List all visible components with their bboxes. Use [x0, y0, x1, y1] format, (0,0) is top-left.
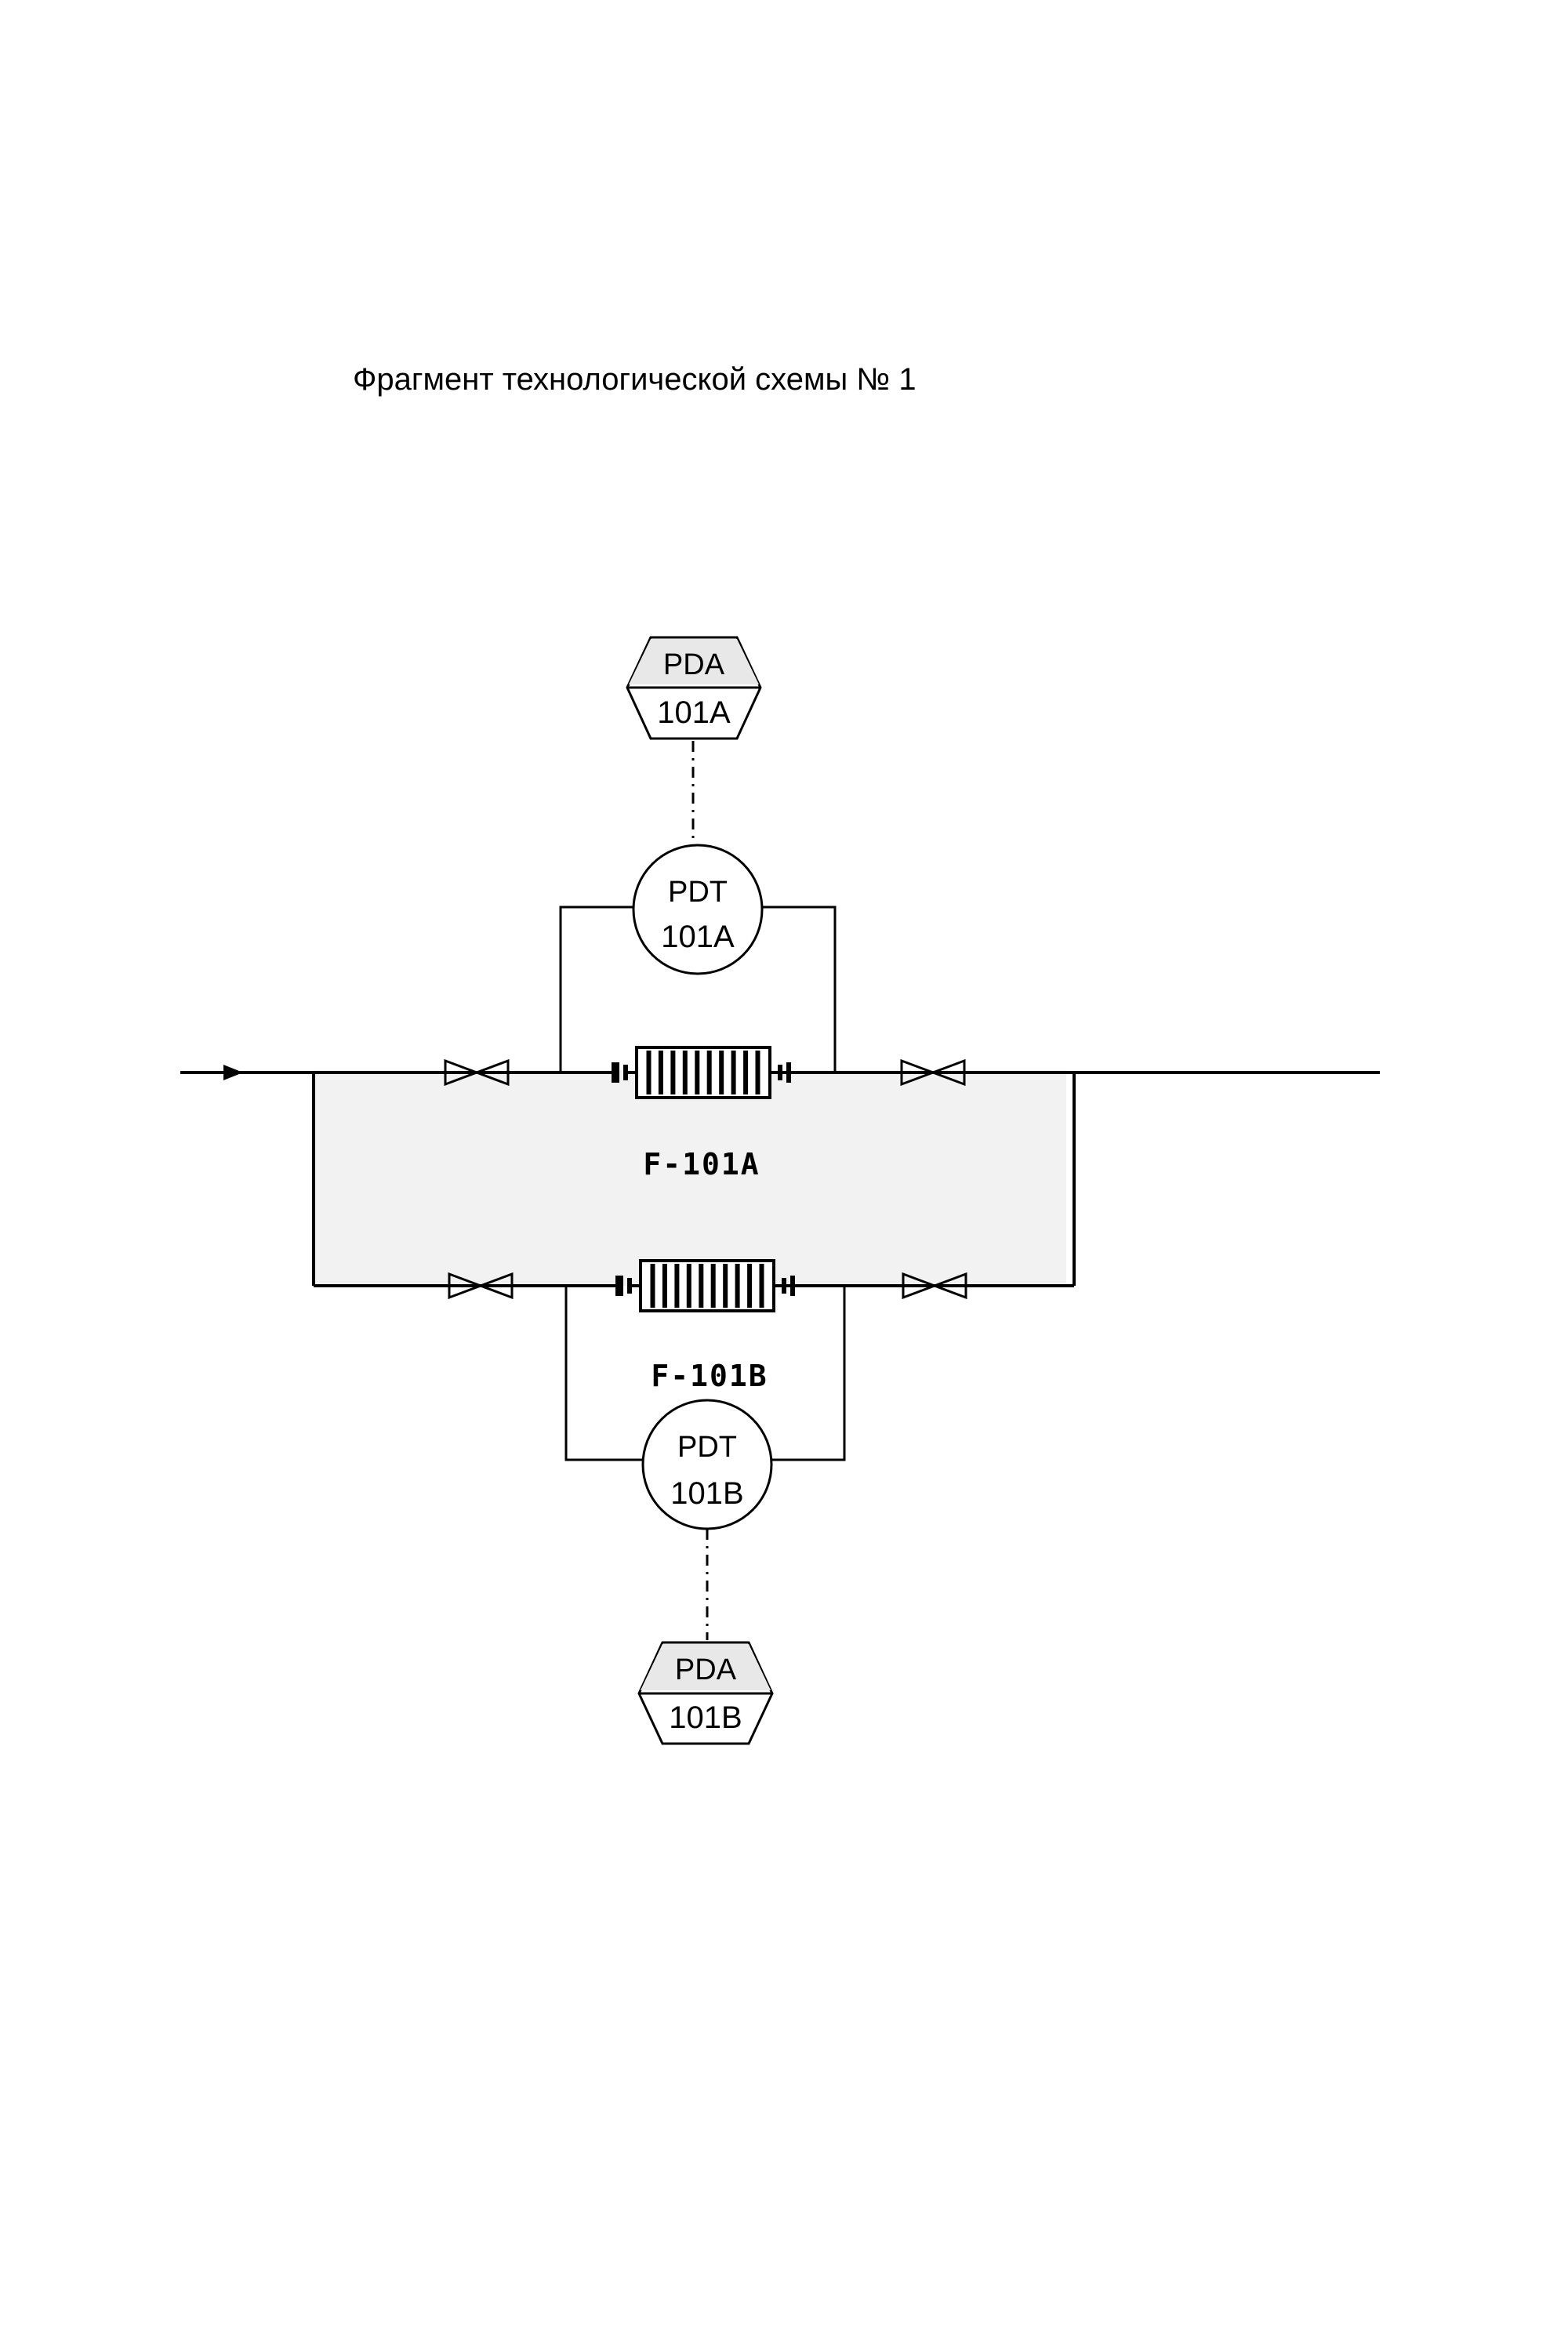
filter-f101a[interactable] — [612, 1046, 800, 1099]
filter-fin — [723, 1264, 728, 1308]
pdt-101b-instrument[interactable]: PDT 101B — [641, 1399, 773, 1530]
pdt-101a-function: PDT — [668, 876, 728, 909]
filter-fin — [674, 1264, 680, 1308]
impulse-lines-pdt101a — [559, 906, 837, 1073]
pda-101a-alarm[interactable]: PDA 101A — [626, 636, 762, 740]
bypass-shaded-area — [314, 1070, 1066, 1286]
filter-fin — [747, 1264, 753, 1308]
pda-101b-function: PDA — [675, 1653, 737, 1686]
flow-arrow-icon — [223, 1065, 243, 1080]
pdt-101b-function: PDT — [677, 1431, 737, 1464]
valve-b-inlet[interactable] — [448, 1272, 514, 1300]
filter-f101b[interactable] — [615, 1259, 804, 1312]
valve-b-outlet[interactable] — [902, 1272, 967, 1300]
filter-fin — [710, 1264, 716, 1308]
filter-fin — [670, 1051, 676, 1094]
filter-fin — [706, 1051, 712, 1094]
filter-fin — [695, 1051, 700, 1094]
pdt-101a-instrument[interactable]: PDT 101A — [632, 844, 764, 975]
filter-fin — [646, 1051, 652, 1094]
impulse-lines-pdt101b — [564, 1286, 846, 1461]
filter-f101a-label: F-101A — [643, 1147, 760, 1181]
pda-101b-number: 101B — [669, 1700, 742, 1735]
valve-a-inlet[interactable] — [444, 1058, 510, 1087]
valve-a-outlet[interactable] — [900, 1058, 966, 1087]
filter-fin — [755, 1051, 760, 1094]
filter-fin — [658, 1051, 663, 1094]
pdt-101a-number: 101A — [661, 920, 735, 954]
filter-fin — [662, 1264, 667, 1308]
pda-101a-number: 101A — [657, 695, 731, 730]
page-title: Фрагмент технологической схемы № 1 — [353, 362, 916, 397]
filter-fin — [743, 1051, 749, 1094]
pda-101a-function: PDA — [663, 648, 725, 681]
filter-fin — [731, 1051, 736, 1094]
filter-fin — [650, 1264, 655, 1308]
filter-fin — [682, 1051, 688, 1094]
filter-f101b-label: F-101B — [651, 1359, 768, 1393]
filter-fin — [735, 1264, 740, 1308]
pdt-101b-number: 101B — [670, 1476, 743, 1511]
filter-fin — [759, 1264, 764, 1308]
filter-fin — [686, 1264, 691, 1308]
filter-fin — [719, 1051, 724, 1094]
filter-fin — [699, 1264, 704, 1308]
pda-101b-alarm[interactable]: PDA 101B — [637, 1641, 774, 1745]
